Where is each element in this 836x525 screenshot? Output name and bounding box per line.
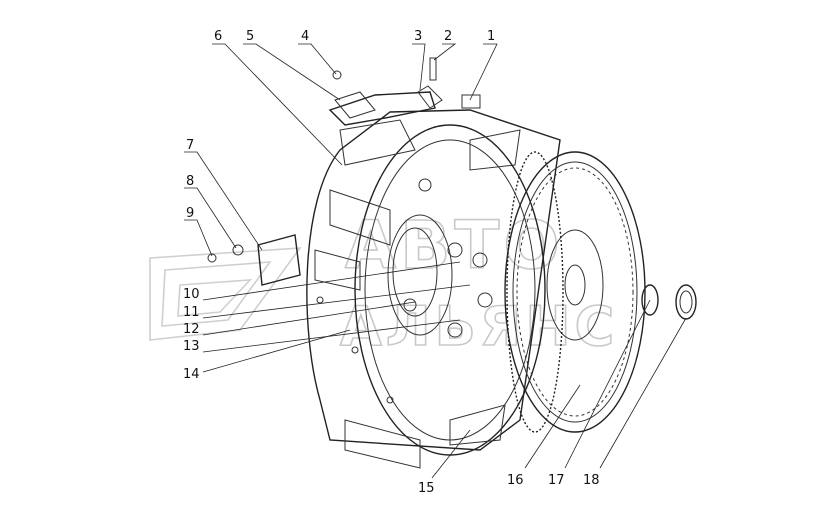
callout-9: 9: [186, 206, 194, 221]
leader-lines: [184, 43, 687, 479]
callout-13: 13: [183, 339, 200, 354]
callout-18: 18: [583, 473, 600, 488]
seal-rings: [641, 284, 697, 320]
callout-14: 14: [183, 367, 200, 382]
callout-labels: 1 2 3 4 5 6 7 8 9 10 11 12 13 14 15 16 1…: [183, 29, 600, 496]
callout-12: 12: [183, 322, 200, 337]
callout-7: 7: [186, 138, 194, 153]
watermark-logo: АВТО АЛЬЯНС: [149, 206, 618, 359]
flywheel-housing: [306, 109, 561, 469]
callout-15: 15: [418, 481, 435, 496]
watermark-emblem: [149, 247, 302, 341]
flywheel: [504, 151, 646, 433]
callout-1: 1: [487, 29, 495, 44]
callout-17: 17: [548, 473, 565, 488]
callout-11: 11: [183, 305, 200, 320]
callout-10: 10: [183, 287, 200, 302]
callout-4: 4: [301, 29, 309, 44]
callout-8: 8: [186, 174, 194, 189]
callout-16: 16: [507, 473, 524, 488]
callout-6: 6: [214, 29, 222, 44]
callout-5: 5: [246, 29, 254, 44]
callout-3: 3: [414, 29, 422, 44]
inspection-cover: [207, 234, 301, 286]
watermark-line2: АЛЬЯНС: [340, 295, 618, 358]
callout-2: 2: [444, 29, 452, 44]
top-bracket-assembly: [328, 57, 481, 126]
